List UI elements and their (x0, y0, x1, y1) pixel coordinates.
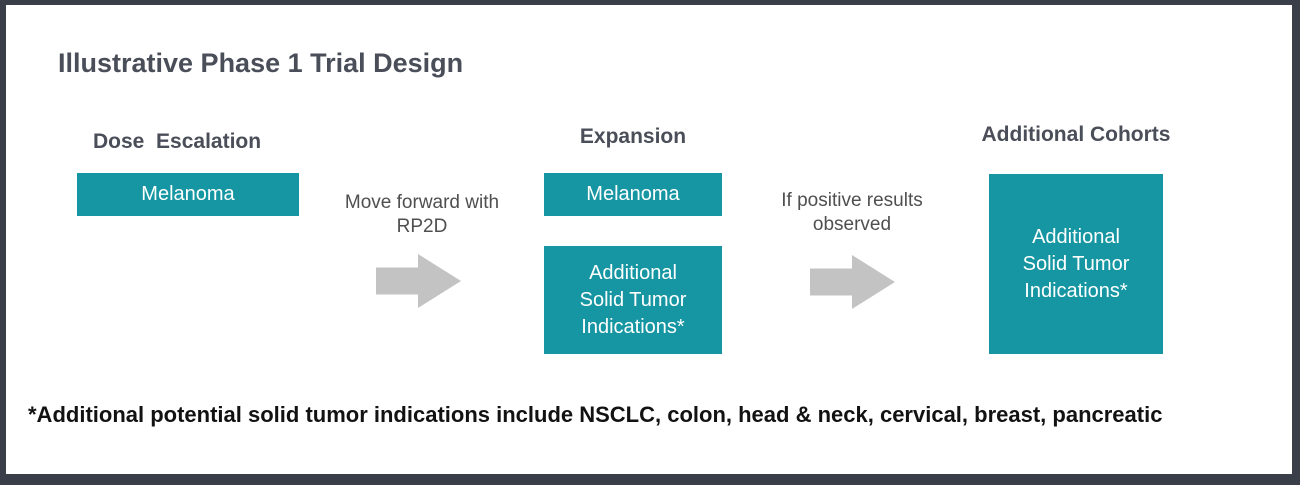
box-expansion-melanoma: Melanoma (544, 173, 722, 216)
box-dose-escalation-melanoma: Melanoma (77, 173, 299, 216)
column-header-expansion: Expansion (579, 125, 687, 148)
arrow-label-if-positive-results: If positive results observed (781, 190, 923, 235)
column-header-dose-escalation: Dose Escalation (93, 130, 262, 153)
arrow-label-move-forward-rp2d: Move forward with RP2D (344, 192, 500, 237)
right-arrow-icon (810, 255, 895, 309)
slide-canvas: Illustrative Phase 1 Trial Design Dose E… (6, 5, 1292, 474)
right-arrow-shape (810, 255, 895, 309)
box-additional-cohorts-solid-tumor: Additional Solid Tumor Indications* (989, 174, 1163, 354)
right-arrow-icon (376, 254, 461, 308)
box-expansion-additional-solid-tumor: Additional Solid Tumor Indications* (544, 246, 722, 354)
right-arrow-shape (376, 254, 461, 308)
page-title: Illustrative Phase 1 Trial Design (58, 48, 464, 78)
column-header-additional-cohorts: Additional Cohorts (981, 123, 1171, 146)
footnote: *Additional potential solid tumor indica… (28, 402, 1163, 427)
